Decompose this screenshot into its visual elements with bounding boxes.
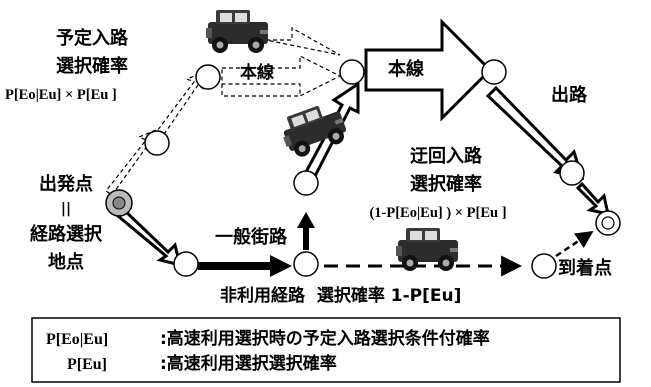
non-use-route-label: 非利用経路 選択確率 1-P[Eu] [220, 285, 461, 306]
route-choice-point-line1: 経路選択 [30, 223, 103, 245]
node [195, 64, 221, 90]
general-road-label: 一般街路 [215, 226, 288, 248]
legend-desc: :高速利用選択選択確率 [160, 353, 337, 374]
detour-entry-title-line2: 選択確率 [410, 173, 482, 195]
legend-box [31, 317, 621, 383]
node [293, 170, 319, 196]
planned-entry-formula: P[Eo|Eu] × P[Eu ] [5, 87, 117, 103]
exit-to-destination-arrow [575, 181, 610, 216]
general-road-arrow [198, 255, 292, 277]
destination-node [595, 210, 621, 236]
node [339, 59, 365, 85]
node [144, 130, 170, 156]
node [173, 251, 199, 277]
destination-dashed-arrow [555, 230, 594, 258]
planned-entry-route [105, 26, 342, 196]
node [531, 253, 557, 279]
legend-desc: :高速利用選択時の予定入路選択条件付確率 [160, 328, 490, 349]
destination-label: 到着点 [558, 257, 612, 279]
mainline-big-arrow [364, 18, 493, 122]
exit-label: 出路 [551, 84, 588, 106]
origin-label: 出発点 [39, 173, 93, 195]
detour-up-arrow [297, 212, 315, 250]
jeep-icon [206, 10, 268, 53]
origin-to-general-road-arrow [115, 207, 183, 268]
planned-entry-title-line1: 予定入路 [56, 27, 129, 49]
legend-term: P[Eo|Eu] [46, 331, 108, 348]
mainline-left-label: 本線 [240, 62, 274, 83]
origin-equals: || [61, 201, 71, 217]
route-choice-point-line2: 地点 [48, 251, 84, 273]
node [559, 160, 585, 186]
detour-entry-formula: (1-P[Eo|Eu] ) × P[Eu ] [369, 205, 506, 221]
node [293, 251, 319, 277]
planned-entry-title-line2: 選択確率 [56, 55, 128, 77]
mainline-right-label: 本線 [388, 58, 424, 80]
legend-term: P[Eu] [67, 356, 107, 373]
jeep-icon [396, 228, 458, 271]
node [481, 59, 507, 85]
origin-node [105, 189, 133, 217]
detour-entry-title-line1: 迂回入路 [410, 145, 483, 167]
